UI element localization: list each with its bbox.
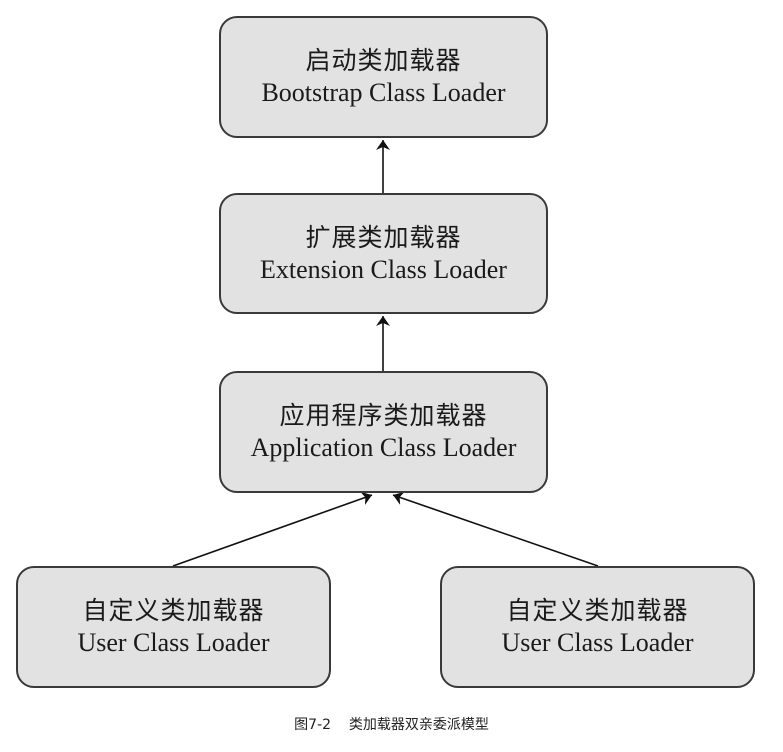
user-right-en-label: User Class Loader: [501, 628, 694, 657]
application-zh-label: 应用程序类加载器: [279, 401, 488, 430]
figure-caption: 图7-2 类加载器双亲委派模型: [0, 714, 783, 734]
user-left-en-label: User Class Loader: [77, 628, 270, 657]
figure-title: 类加载器双亲委派模型: [348, 717, 489, 733]
user-right-zh-label: 自定义类加载器: [506, 596, 689, 625]
bootstrap-zh-label: 启动类加载器: [305, 46, 462, 75]
edge-user-right-to-application: [392, 491, 599, 567]
user-class-loader-node-right: 自定义类加载器 User Class Loader: [440, 566, 755, 688]
bootstrap-en-label: Bootstrap Class Loader: [261, 78, 506, 107]
extension-class-loader-node: 扩展类加载器 Extension Class Loader: [219, 193, 548, 314]
bootstrap-class-loader-node: 启动类加载器 Bootstrap Class Loader: [219, 16, 548, 138]
user-left-zh-label: 自定义类加载器: [82, 596, 265, 625]
figure-number: 图7-2: [294, 717, 332, 733]
application-en-label: Application Class Loader: [250, 433, 517, 462]
extension-zh-label: 扩展类加载器: [305, 222, 462, 252]
extension-en-label: Extension Class Loader: [260, 254, 507, 284]
user-class-loader-node-left: 自定义类加载器 User Class Loader: [16, 566, 331, 688]
edge-user-left-to-application: [172, 491, 373, 567]
application-class-loader-node: 应用程序类加载器 Application Class Loader: [219, 371, 548, 493]
